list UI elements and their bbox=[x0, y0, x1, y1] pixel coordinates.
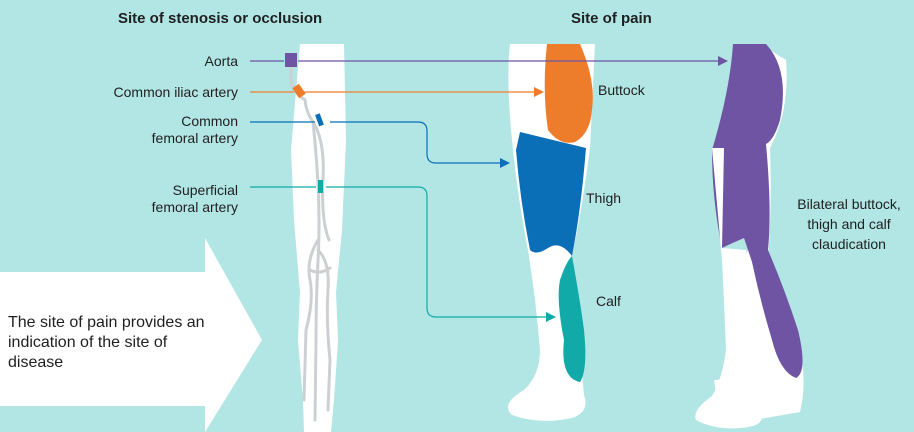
superficial-pain-arrow bbox=[326, 187, 548, 317]
pain-site-leg bbox=[508, 44, 595, 421]
common-femoral-pain-arrow bbox=[330, 122, 502, 163]
indication-note: The site of pain provides an indication … bbox=[8, 313, 208, 373]
heading-stenosis: Site of stenosis or occlusion bbox=[118, 10, 322, 27]
buttock-region bbox=[545, 44, 593, 143]
artery-leg-figure bbox=[285, 44, 346, 432]
label-thigh: Thigh bbox=[586, 190, 621, 207]
label-calf: Calf bbox=[596, 293, 621, 310]
superficial-femoral-marker bbox=[318, 180, 323, 193]
label-bilateral: Bilateral buttock, thigh and calf claudi… bbox=[788, 194, 910, 254]
label-common-femoral-artery: Common femoral artery bbox=[152, 113, 238, 147]
label-buttock: Buttock bbox=[598, 82, 645, 99]
heading-pain: Site of pain bbox=[571, 10, 652, 27]
aorta-marker bbox=[285, 53, 297, 67]
label-superficial-femoral-artery: Superficial femoral artery bbox=[152, 182, 238, 216]
label-common-iliac-artery: Common iliac artery bbox=[114, 84, 238, 101]
label-aorta: Aorta bbox=[205, 53, 238, 70]
